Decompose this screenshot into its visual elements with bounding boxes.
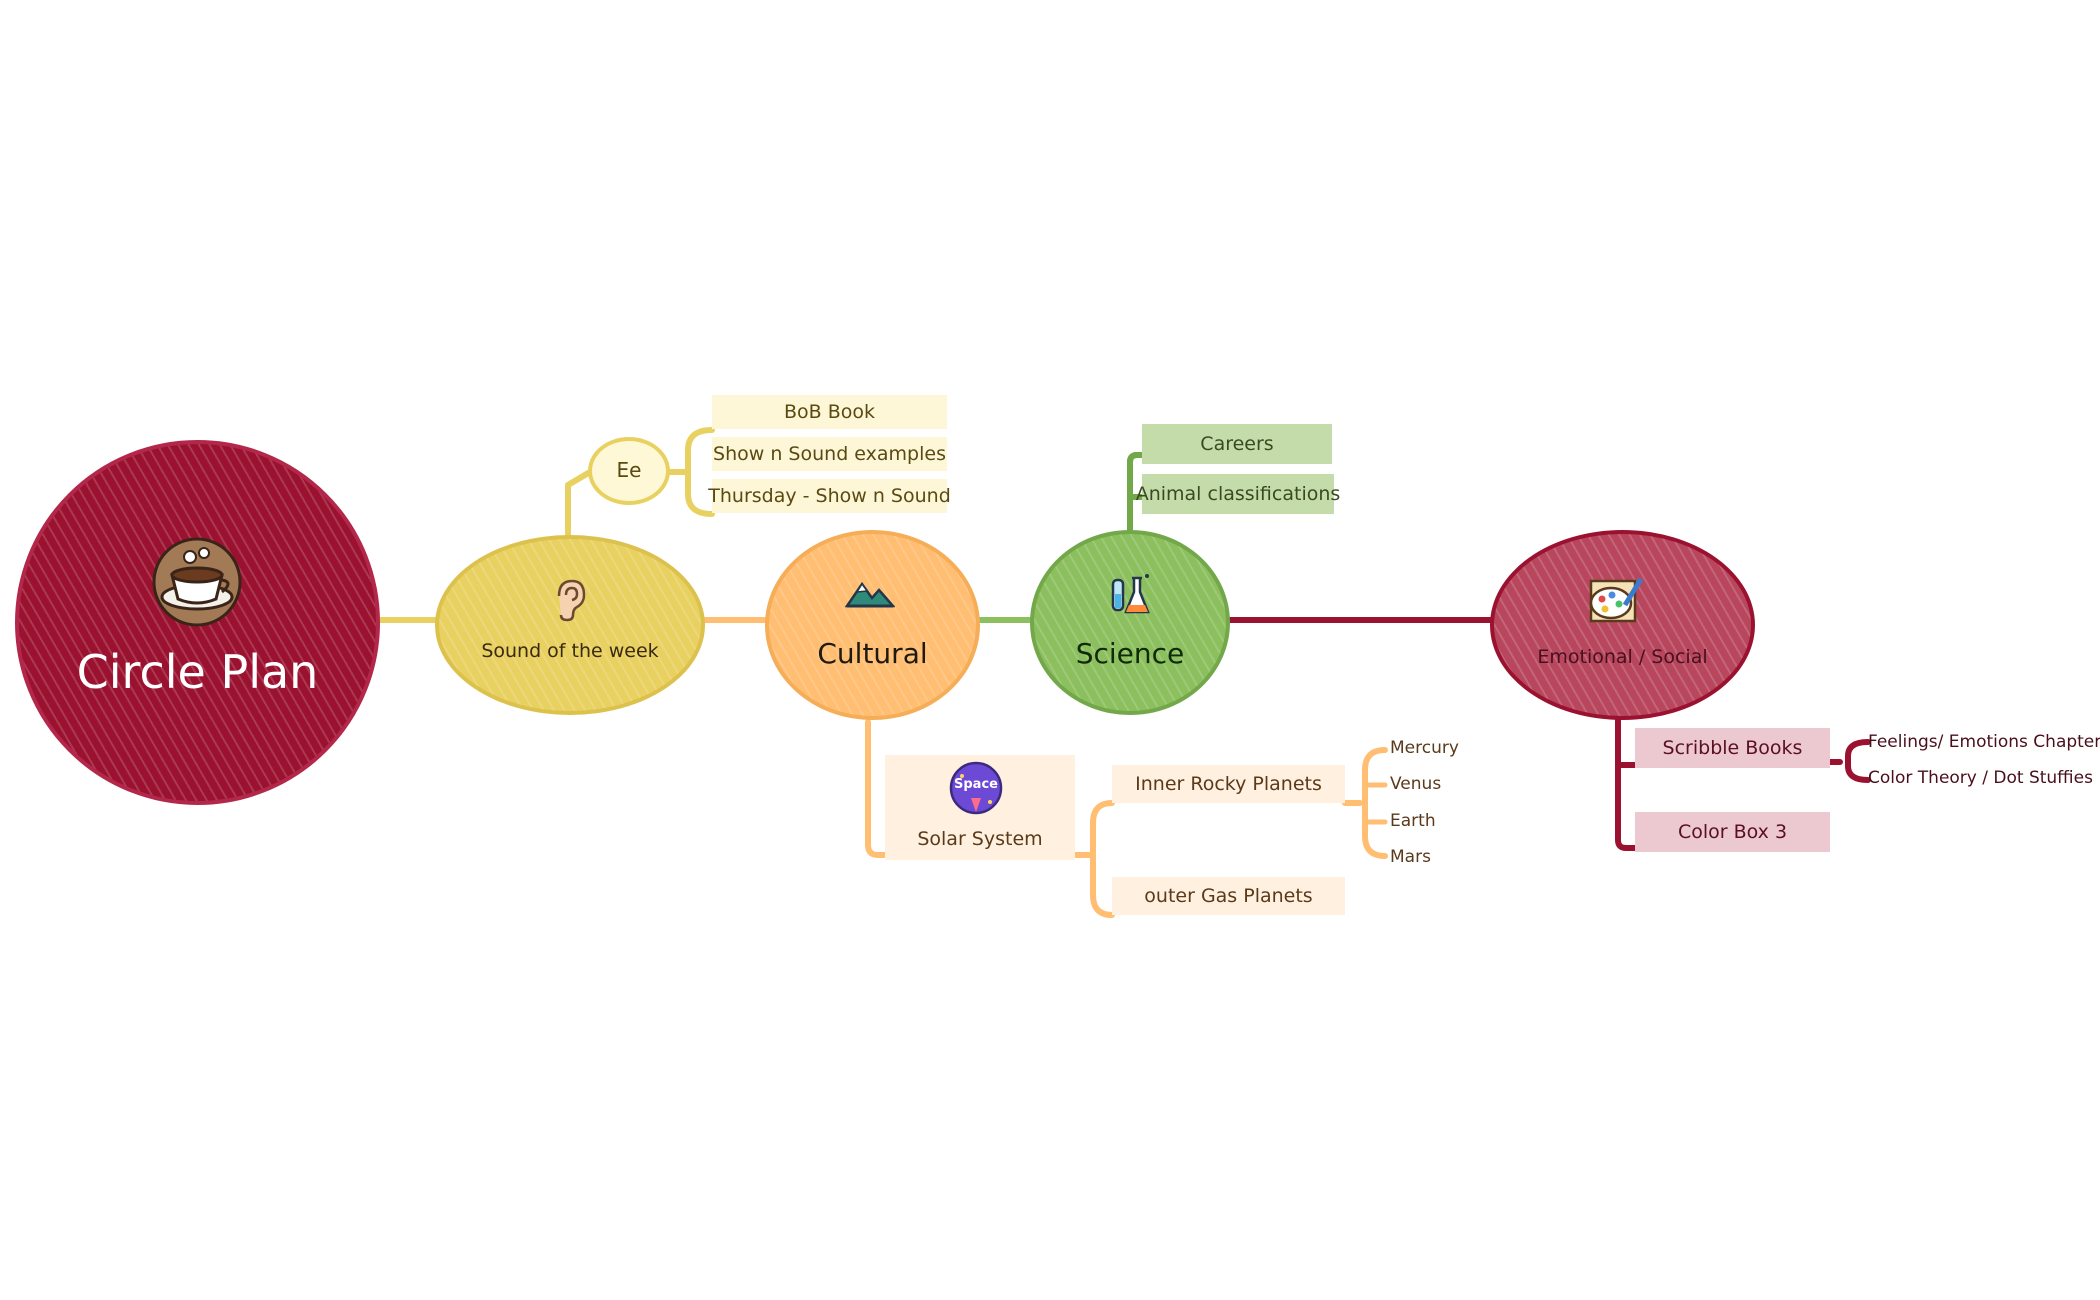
node-mercury[interactable]: Mercury [1390,738,1459,758]
bracket-inner-rocky [1342,747,1388,859]
mountains-icon [844,578,896,614]
node-careers[interactable]: Careers [1142,424,1332,464]
node-scribble-books[interactable]: Scribble Books [1635,728,1830,768]
node-color-box-3[interactable]: Color Box 3 [1635,812,1830,852]
topic-emotional-social[interactable] [1490,530,1755,720]
bracket-solar [1072,800,1115,918]
topic-sound-of-the-week[interactable] [435,535,705,715]
node-feelings-emotions-chapter[interactable]: Feelings/ Emotions Chapter [1868,732,2100,752]
bracket-scribble [1827,739,1871,783]
topic-sound-label: Sound of the week [481,640,659,662]
node-solar-system-label: Solar System [917,828,1043,850]
node-thursday-show-n-sound[interactable]: Thursday - Show n Sound [708,479,951,513]
connector-cultural-solar [865,719,888,858]
node-venus[interactable]: Venus [1390,774,1442,794]
space-icon-text: Space [954,777,998,792]
node-bob-book[interactable]: BoB Book [712,395,947,429]
node-animal-classifications[interactable]: Animal classifications [1136,474,1340,514]
node-ee[interactable] [588,437,670,505]
topic-science[interactable] [1030,530,1230,715]
node-mars[interactable]: Mars [1390,847,1431,867]
flasks-icon [1108,572,1152,622]
node-inner-rocky-planets[interactable]: Inner Rocky Planets [1112,765,1345,803]
connector-science-careers [1127,452,1149,473]
topic-cultural-label: Cultural [817,637,928,670]
connector-emotional-children [1615,712,1641,851]
bracket-ee [667,427,715,517]
coffee-cup-icon [150,535,245,634]
root-title: Circle Plan [76,645,319,699]
node-outer-gas-planets[interactable]: outer Gas Planets [1112,877,1345,915]
node-show-n-sound-examples[interactable]: Show n Sound examples [712,437,947,471]
node-earth[interactable]: Earth [1390,811,1436,831]
ear-icon [553,578,587,626]
node-ee-label: Ee [616,458,642,482]
topic-cultural[interactable] [765,530,980,720]
connector-sound-ee [565,469,593,543]
palette-icon [1585,575,1645,631]
root-node[interactable] [15,440,380,805]
node-color-theory-dot-stuffies[interactable]: Color Theory / Dot Stuffies [1868,768,2093,788]
topic-emotional-label: Emotional / Social [1537,646,1708,668]
topic-science-label: Science [1075,637,1185,670]
space-rocket-icon [948,760,1004,820]
